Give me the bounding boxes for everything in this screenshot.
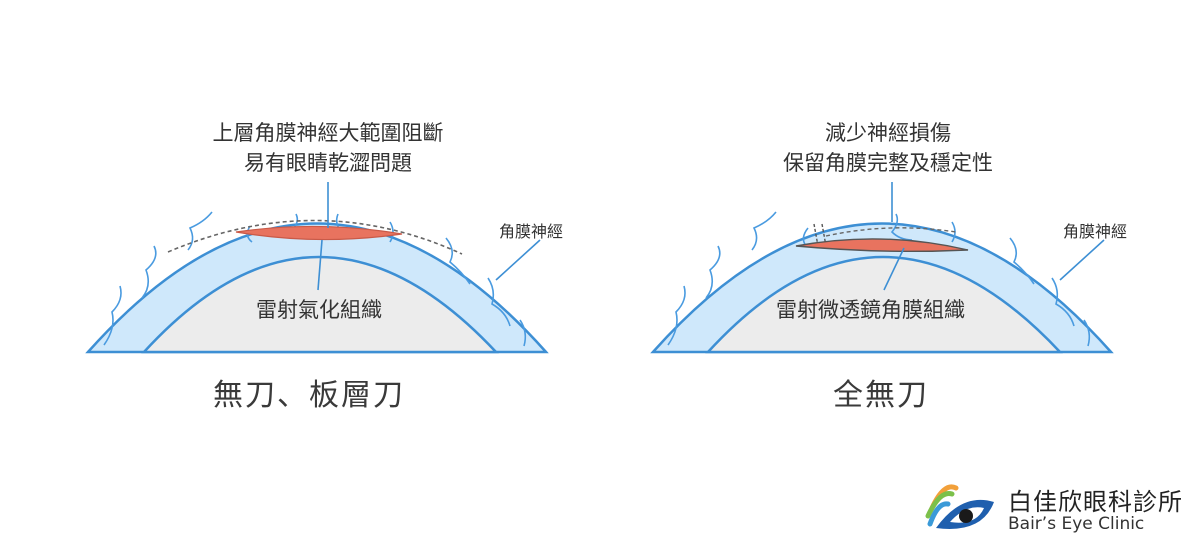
cornea-diagram-right — [650, 182, 1114, 354]
cap-cut-line — [825, 227, 957, 237]
corneal-nerves — [667, 211, 1091, 347]
right-nerve-label: 角膜神經 — [1063, 222, 1128, 241]
left-note-line2: 易有眼睛乾澀問題 — [244, 151, 412, 175]
incision-line-1 — [813, 223, 819, 247]
right-note-line1: 減少神經損傷 — [825, 121, 951, 145]
panel-smile: 減少神經損傷 保留角膜完整及穩定性 雷射微透鏡角膜組織 角膜神經 全無刀 — [600, 0, 1200, 460]
clinic-logo: 白佳欣眼科診所 Bair’s Eye Clinic — [922, 478, 1192, 540]
inner-stroma — [141, 255, 499, 354]
incision-line-2 — [821, 223, 827, 247]
leader-nerve — [1059, 239, 1105, 281]
cornea-diagram-left — [85, 182, 549, 354]
right-caption: 全無刀 — [833, 378, 929, 413]
left-tissue-label: 雷射氣化組織 — [256, 298, 382, 322]
lenticule — [795, 238, 969, 253]
panel-microkeratome: 上層角膜神經大範圍阻斷 易有眼睛乾澀問題 雷射氣化組織 角膜神經 無刀、板層刀 — [0, 0, 600, 460]
leader-tissue — [883, 247, 905, 291]
eye-logo-icon — [925, 484, 994, 529]
corneal-nerves — [103, 211, 527, 347]
right-note: 減少神經損傷 保留角膜完整及穩定性 — [738, 118, 1038, 178]
left-note: 上層角膜神經大範圍阻斷 易有眼睛乾澀問題 — [168, 118, 488, 178]
ablated-tissue — [235, 225, 403, 241]
leader-tissue — [317, 239, 323, 291]
left-note-line1: 上層角膜神經大範圍阻斷 — [212, 121, 444, 145]
left-nerve-label: 角膜神經 — [499, 222, 564, 241]
right-note-line2: 保留角膜完整及穩定性 — [783, 151, 993, 175]
right-tissue-label: 雷射微透鏡角膜組織 — [776, 298, 965, 322]
leader-nerve — [495, 239, 541, 281]
left-caption: 無刀、板層刀 — [213, 378, 405, 413]
inner-stroma — [705, 255, 1063, 354]
clinic-name-zh: 白佳欣眼科診所 — [1008, 488, 1183, 516]
clinic-name-en: Bair’s Eye Clinic — [1008, 514, 1145, 534]
